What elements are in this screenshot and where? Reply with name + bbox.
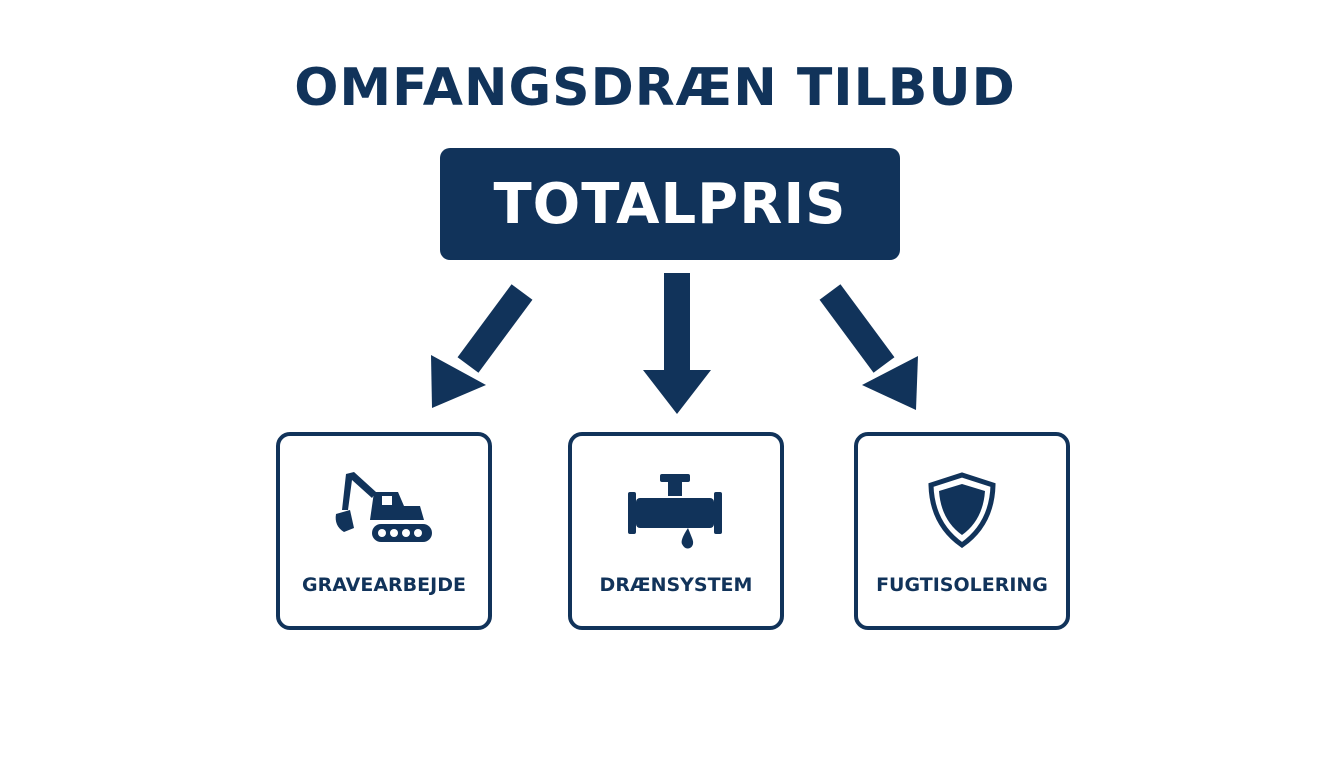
shield-icon: [927, 472, 997, 552]
arrow-to-fugtisolering: [819, 284, 918, 410]
total-price-box: TOTALPRIS: [440, 148, 900, 260]
arrow-to-gravearbejde: [431, 284, 533, 408]
component-label-draensystem: DRÆNSYSTEM: [599, 574, 753, 596]
diagram-title: OMFANGSDRÆN TILBUD: [294, 58, 1016, 118]
component-card-draensystem: DRÆNSYSTEM: [568, 432, 784, 630]
component-card-fugtisolering: FUGTISOLERING: [854, 432, 1070, 630]
excavator-icon: [332, 470, 436, 554]
total-price-label: TOTALPRIS: [493, 171, 847, 237]
component-card-gravearbejde: GRAVEARBEJDE: [276, 432, 492, 630]
arrow-to-draensystem: [643, 273, 711, 414]
component-label-gravearbejde: GRAVEARBEJDE: [302, 574, 466, 596]
component-label-fugtisolering: FUGTISOLERING: [876, 574, 1048, 596]
pipe-drop-icon: [628, 472, 724, 556]
